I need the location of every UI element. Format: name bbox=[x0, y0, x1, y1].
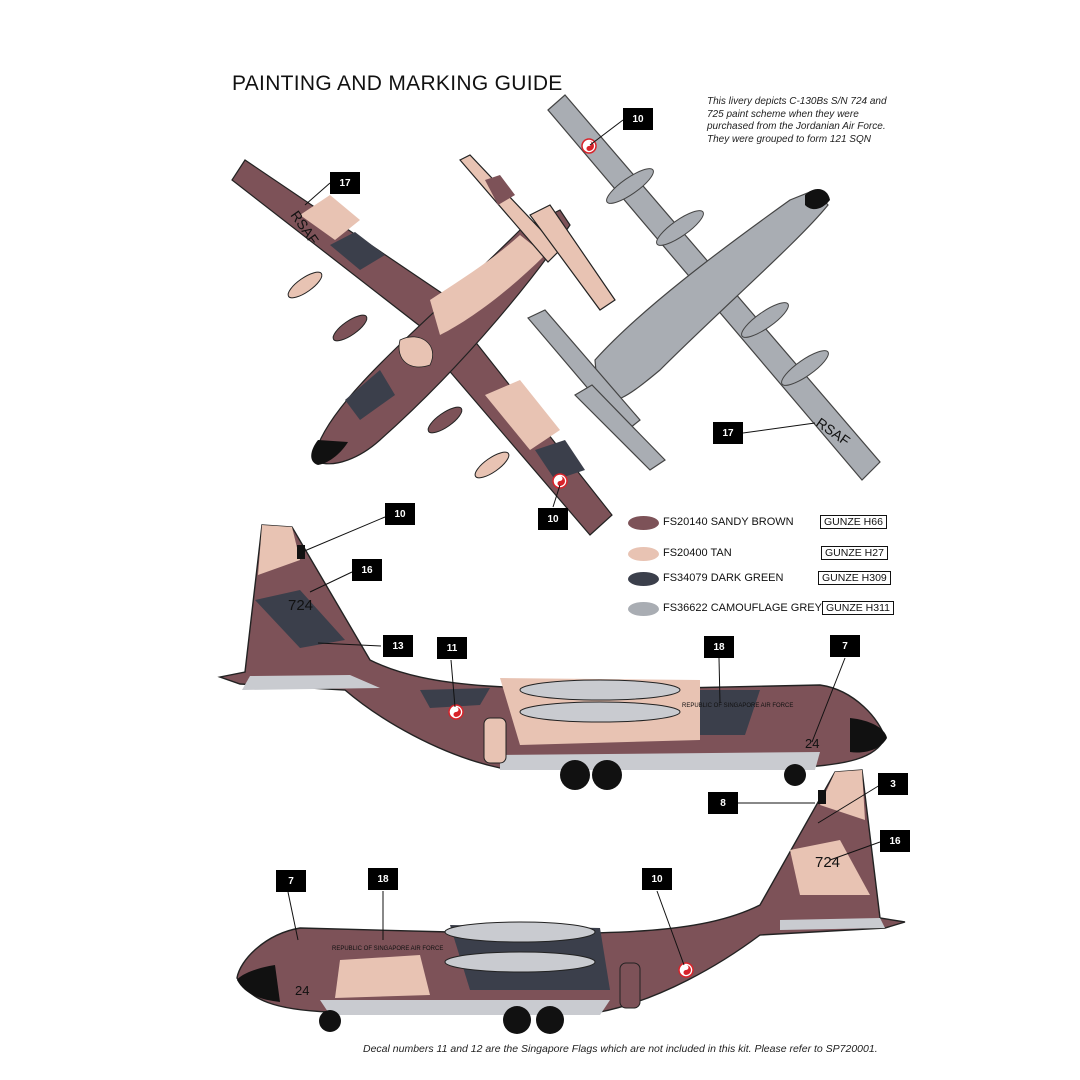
left-fuselage-text: REPUBLIC OF SINGAPORE AIR FORCE bbox=[682, 703, 793, 709]
legend-code: GUNZE H27 bbox=[821, 546, 888, 560]
callout-16-left: 16 bbox=[352, 559, 382, 581]
callout-17-bottom-view: 17 bbox=[713, 422, 743, 444]
color-swatch bbox=[628, 572, 659, 586]
right-profile-aircraft: 724 24 REPUBLIC OF SINGAPORE AIR FORCE bbox=[236, 769, 906, 1034]
right-fuselage bbox=[236, 769, 906, 1013]
left-nose-number: 24 bbox=[805, 736, 819, 751]
legend-code: GUNZE H311 bbox=[822, 601, 894, 615]
callout-13-left: 13 bbox=[383, 635, 413, 657]
callout-3-right: 3 bbox=[878, 773, 908, 795]
color-swatch bbox=[628, 547, 659, 561]
legend-label: FS20140 SANDY BROWN bbox=[663, 516, 794, 528]
top-view-aircraft: RSAF bbox=[231, 154, 616, 536]
legend-label: FS20400 TAN bbox=[663, 547, 732, 559]
callout-10-right: 10 bbox=[642, 868, 672, 890]
note-line: This livery depicts C-130Bs S/N 724 and bbox=[707, 96, 887, 107]
note-line: purchased from the Jordanian Air Force. bbox=[707, 121, 886, 132]
right-roundel bbox=[678, 962, 694, 978]
note-line: They were grouped to form 121 SQN bbox=[707, 133, 871, 145]
note-line: 725 paint scheme when they were bbox=[707, 108, 859, 120]
color-swatch bbox=[628, 516, 659, 530]
callout-18-left: 18 bbox=[704, 636, 734, 658]
legend-label: FS36622 CAMOUFLAGE GREY bbox=[663, 602, 822, 614]
callout-16-right: 16 bbox=[880, 830, 910, 852]
callout-18-right: 18 bbox=[368, 868, 398, 890]
callout-10-left: 10 bbox=[385, 503, 415, 525]
callout-7-right: 7 bbox=[276, 870, 306, 892]
color-swatch bbox=[628, 602, 659, 616]
bottom-fuselage bbox=[594, 189, 829, 402]
legend-code: GUNZE H66 bbox=[820, 515, 887, 529]
legend-item: FS36622 CAMOUFLAGE GREY GUNZE H311 bbox=[628, 600, 900, 618]
legend-item: FS20140 SANDY BROWN GUNZE H66 bbox=[628, 514, 900, 532]
legend-item: FS34079 DARK GREEN GUNZE H309 bbox=[628, 570, 900, 588]
right-serial-marking: 724 bbox=[815, 854, 840, 871]
legend-item: FS20400 TAN GUNZE H27 bbox=[628, 545, 900, 563]
left-serial-marking: 724 bbox=[288, 597, 313, 614]
left-profile-aircraft: 724 24 REPUBLIC OF SINGAPORE AIR FORCE bbox=[217, 524, 887, 790]
callout-10-top: 10 bbox=[623, 108, 653, 130]
callout-11-left: 11 bbox=[437, 637, 467, 659]
left-roundel bbox=[448, 704, 464, 720]
livery-note: This livery depicts C-130Bs S/N 724 and … bbox=[707, 96, 907, 146]
page-title: PAINTING AND MARKING GUIDE bbox=[232, 72, 563, 95]
bottom-view-aircraft: RSAF bbox=[527, 94, 881, 481]
legend-code: GUNZE H309 bbox=[818, 571, 891, 585]
right-nose-number: 24 bbox=[295, 983, 309, 998]
callout-8-right: 8 bbox=[708, 792, 738, 814]
callout-10-bottom-view: 10 bbox=[538, 508, 568, 530]
bottom-roundel bbox=[581, 138, 597, 154]
callout-17-top: 17 bbox=[330, 172, 360, 194]
footer-note: Decal numbers 11 and 12 are the Singapor… bbox=[363, 1043, 878, 1055]
callout-7-left: 7 bbox=[830, 635, 860, 657]
right-fuselage-text: REPUBLIC OF SINGAPORE AIR FORCE bbox=[332, 946, 443, 952]
legend-label: FS34079 DARK GREEN bbox=[663, 572, 784, 584]
